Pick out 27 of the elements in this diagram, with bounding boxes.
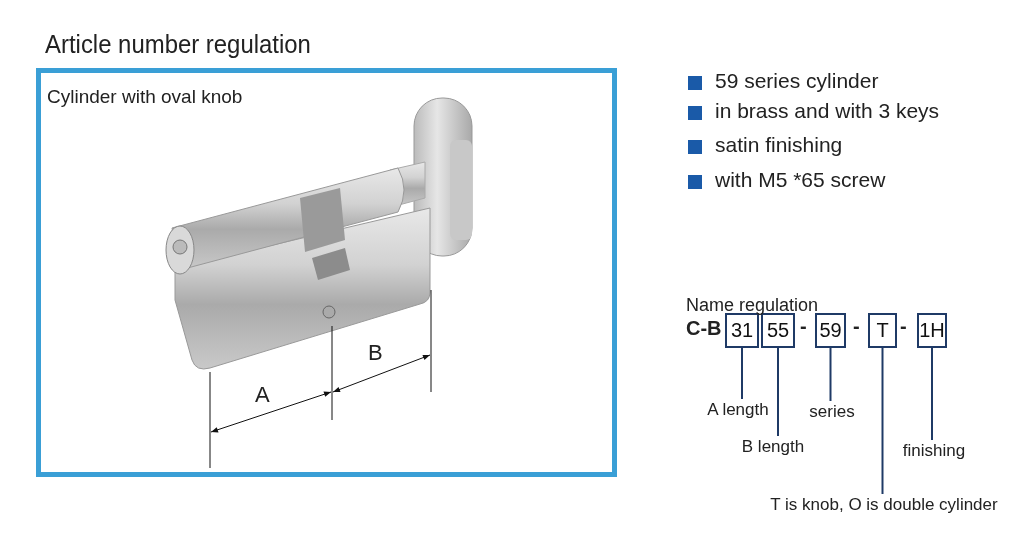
- leader-note: series: [807, 401, 857, 423]
- separator-dash: -: [800, 315, 807, 338]
- product-frame: [36, 68, 617, 477]
- feature-text: in brass and with 3 keys: [715, 99, 940, 123]
- leader-line: [741, 347, 743, 400]
- dimension-label: B: [368, 340, 383, 366]
- separator-dash: -: [900, 315, 907, 338]
- code-segment-box: 1H: [917, 313, 947, 348]
- leader-note: T is knob, O is double cylinder: [770, 494, 998, 516]
- leader-note: finishing: [901, 440, 967, 462]
- section-heading: Name regulation: [686, 295, 819, 316]
- dimension-label: A: [255, 382, 270, 408]
- leader-line: [931, 347, 933, 441]
- leader-note: B length: [741, 436, 805, 458]
- product-caption: Cylinder with oval knob: [47, 86, 243, 108]
- separator-dash: -: [853, 315, 860, 338]
- code-segment-box: 59: [815, 313, 846, 348]
- code-prefix: C-B: [686, 317, 722, 340]
- code-segment-box: T: [868, 313, 897, 348]
- leader-line: [829, 347, 832, 402]
- leader-line: [777, 347, 779, 437]
- feature-text: satin finishing: [715, 133, 843, 157]
- leader-note: A length: [703, 399, 773, 421]
- title: Article number regulation: [45, 29, 311, 60]
- feature-text: with M5 *65 screw: [715, 168, 886, 192]
- feature-text: 59 series cylinder: [715, 69, 879, 93]
- leader-line: [881, 347, 884, 495]
